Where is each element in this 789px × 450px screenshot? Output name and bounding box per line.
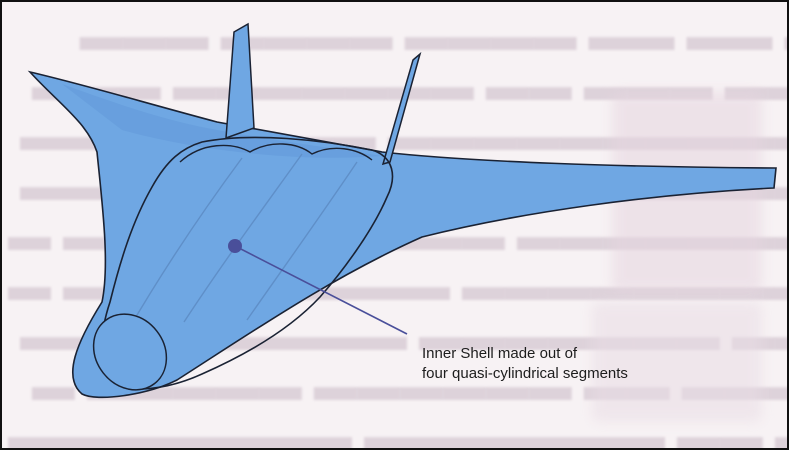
left-vertical-fin (226, 24, 254, 138)
inner-shell-annotation: Inner Shell made out of four quasi-cylin… (422, 344, 628, 384)
right-vertical-fin (383, 54, 420, 164)
annotation-line-2: four quasi-cylindrical segments (422, 364, 628, 384)
annotation-line-1: Inner Shell made out of (422, 344, 628, 364)
callout-pointer-dot (228, 239, 242, 253)
